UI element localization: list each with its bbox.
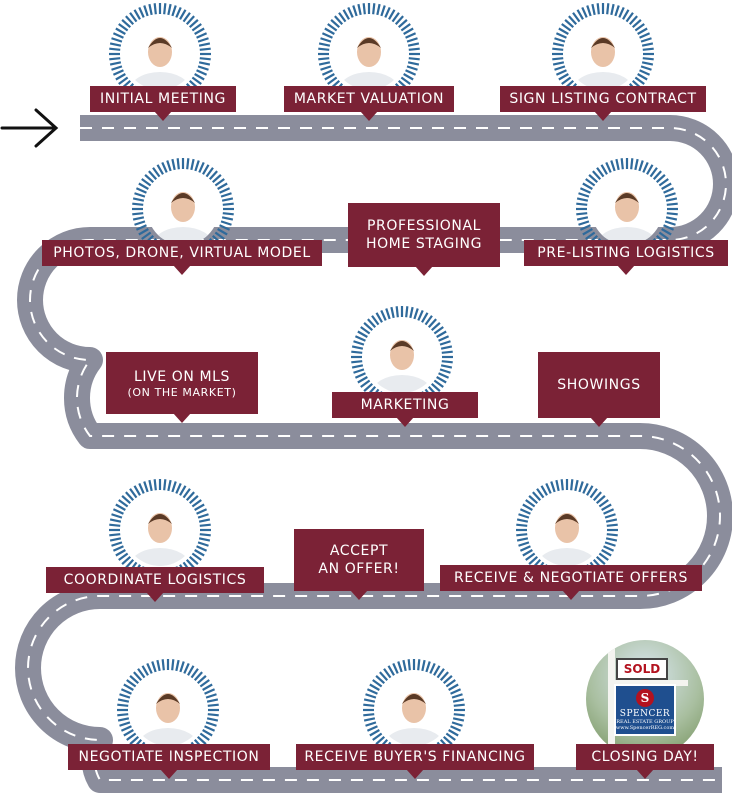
- step-label-line: Marketing: [360, 397, 450, 413]
- step-label: Marketing: [332, 392, 478, 427]
- step-label-line: Receive & Negotiate Offers: [454, 570, 688, 586]
- step-label: Photos, Drone, Virtual Model: [42, 240, 322, 275]
- brokerage-url: www.SpencerREG.com: [615, 725, 675, 731]
- step-label: Receive & Negotiate Offers: [440, 565, 702, 600]
- step-label-sub: (on the market): [127, 385, 237, 399]
- avatar-agent-4: [515, 478, 619, 582]
- step-label-line: Receive Buyer's Financing: [304, 749, 526, 765]
- road-center-line: [27, 127, 727, 781]
- step-label: Sign Listing Contract: [500, 86, 706, 121]
- step-label-line: Professional: [366, 218, 482, 234]
- avatar-ring-icon: [318, 3, 420, 105]
- start-arrow-icon: [0, 108, 59, 148]
- step-label-line: Live on MLS: [133, 368, 231, 385]
- step-label-line: Initial Meeting: [99, 91, 226, 107]
- step-label-line: Accept: [329, 543, 389, 559]
- step-label-line: Negotiate Inspection: [78, 749, 260, 765]
- brokerage-logo-icon: S: [636, 689, 654, 707]
- step-label: Live on MLS (on the market): [106, 352, 258, 423]
- step-label-line: Sign Listing Contract: [509, 91, 697, 107]
- sold-rider: SOLD: [616, 658, 668, 680]
- avatar-agent-2: [317, 2, 421, 106]
- step-label: Professional Home Staging: [348, 203, 500, 276]
- step-label-line: an Offer!: [318, 561, 400, 577]
- step-label-line: Photos, Drone, Virtual Model: [53, 245, 311, 261]
- sign-arm: [608, 680, 688, 686]
- sold-text: SOLD: [623, 662, 661, 676]
- step-label-line: Home Staging: [365, 236, 483, 252]
- step-label: Negotiate Inspection: [68, 744, 270, 779]
- step-label: Market Valuation: [284, 86, 454, 121]
- step-label: Pre-Listing Logistics: [524, 240, 728, 275]
- step-label: Accept an Offer!: [294, 529, 424, 600]
- step-label-line: Coordinate Logistics: [63, 572, 247, 588]
- step-label-line: Showings: [557, 377, 641, 393]
- step-label: Closing Day!: [576, 744, 714, 779]
- step-label: Receive Buyer's Financing: [296, 744, 534, 779]
- brokerage-tagline: REAL ESTATE GROUP: [616, 719, 674, 725]
- step-label: Coordinate Logistics: [46, 567, 264, 602]
- brokerage-sign: S SPENCER REAL ESTATE GROUP www.SpencerR…: [614, 684, 676, 736]
- avatar-marketer: [350, 305, 454, 409]
- step-label-line: Market Valuation: [293, 91, 445, 107]
- step-label-line: Closing Day!: [591, 749, 699, 765]
- brokerage-name: SPENCER: [619, 709, 671, 719]
- step-label: Showings: [538, 352, 660, 427]
- step-label: Initial Meeting: [90, 86, 236, 121]
- avatar-ring-icon: [351, 306, 453, 408]
- sold-sign-image: SOLD S SPENCER REAL ESTATE GROUP www.Spe…: [586, 640, 704, 758]
- step-label-line: Pre-Listing Logistics: [537, 245, 715, 261]
- sign-post: [608, 648, 615, 758]
- avatar-ring-icon: [516, 479, 618, 581]
